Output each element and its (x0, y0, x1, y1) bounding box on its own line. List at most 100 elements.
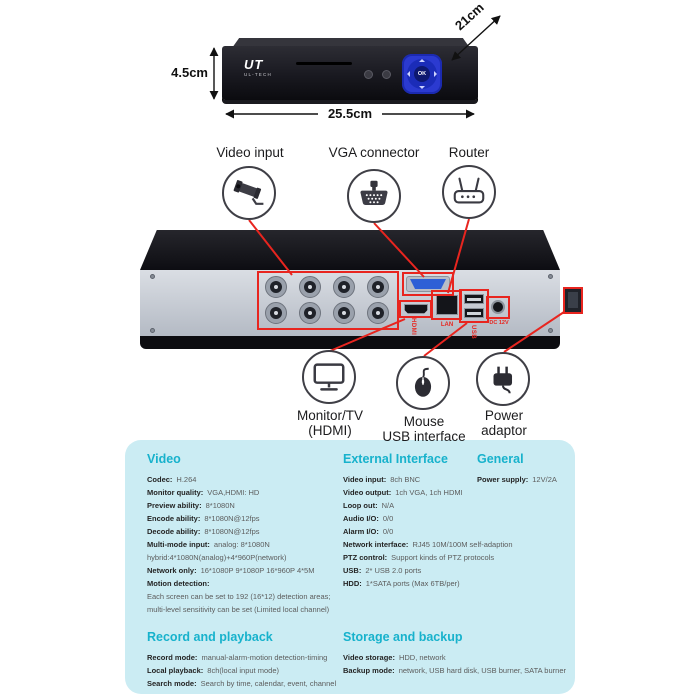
front-button-2 (382, 70, 391, 79)
spec-row: Video output:1ch VGA, 1ch HDMI (343, 488, 463, 497)
spec-row: Preview ability:8*1080N (147, 501, 235, 510)
spec-section-record-playback: Record and playback Record mode:manual-a… (147, 630, 336, 690)
spec-rows-record: Record mode:manual-alarm-motion detectio… (147, 651, 336, 690)
monitor-label-line2: (HDMI) (308, 423, 352, 438)
screw-icon (548, 328, 553, 333)
spec-row: PTZ control:Support kinds of PTZ protoco… (343, 553, 495, 562)
screw-icon (150, 274, 155, 279)
spec-row: Encode ability:8*1080N@12fps (147, 514, 260, 523)
spec-row: Monitor quality:VGA,HDMI: HD (147, 488, 260, 497)
usb-port-1 (464, 294, 484, 304)
brand-logo: UT UL-TECH (244, 58, 272, 77)
dpad-down-arrow-icon (418, 86, 425, 92)
bnc-port-2 (299, 276, 321, 298)
spec-row: Record mode:manual-alarm-motion detectio… (147, 653, 328, 662)
spec-rows-external: Video input:8ch BNC Video output:1ch VGA… (343, 473, 513, 590)
mouse-label-line2: USB interface (382, 429, 466, 444)
vga-port-blue (410, 279, 446, 289)
spec-section-storage-backup: Storage and backup Video storage:HDD, ne… (343, 630, 566, 677)
spec-row: Alarm I/O:0/0 (343, 527, 394, 536)
callout-circle-vga (347, 169, 401, 223)
monitor-icon (313, 363, 345, 391)
spec-title-record: Record and playback (147, 630, 273, 644)
spec-section-video: Video Codec:H.264 Monitor quality:VGA,HD… (147, 452, 330, 616)
power-adaptor-icon (493, 366, 513, 394)
spec-row: Backup mode:network, USB hard disk, USB … (343, 666, 566, 675)
spec-row: Loop out:N/A (343, 501, 395, 510)
spec-row: Network interface:RJ45 10M/100M self-ada… (343, 540, 513, 549)
dpad-ok-button: OK (414, 66, 430, 82)
callout-label-vga-connector: VGA connector (328, 145, 420, 160)
callout-label-power: Power adaptor (459, 408, 549, 438)
usb-port-label: USB (470, 325, 476, 340)
spec-row: hybrid:4*1080N(analog)+4*960P(network) (147, 553, 287, 562)
bnc-port-8 (367, 302, 389, 324)
bnc-port-3 (333, 276, 355, 298)
dimension-height: 4.5cm (171, 65, 208, 80)
callout-label-video-input: Video input (216, 145, 284, 160)
power-switch (563, 287, 583, 314)
hdmi-port (404, 304, 428, 314)
spec-panel: Video Codec:H.264 Monitor quality:VGA,HD… (125, 440, 575, 694)
callout-label-monitor: Monitor/TV (HDMI) (285, 408, 375, 438)
callout-label-mouse: Mouse USB interface (379, 414, 469, 444)
brand-name-text: UL-TECH (244, 72, 272, 77)
mouse-icon (414, 367, 432, 397)
dpad-up-arrow-icon (418, 56, 425, 62)
spec-section-external-interface: External Interface Video input:8ch BNC V… (343, 452, 513, 590)
spec-rows-general: Power supply:12V/2A (477, 473, 557, 486)
spec-row: Codec:H.264 (147, 475, 197, 484)
dimension-width: 25.5cm (318, 106, 382, 121)
lan-port-label: LAN (440, 322, 454, 328)
spec-row: HDD:1*SATA ports (Max 6TB/per) (343, 579, 460, 588)
dvr-rear-top-face (140, 230, 560, 270)
spec-row: Each screen can be set to 192 (16*12) de… (147, 592, 331, 601)
hdmi-port-label: HDMI (410, 318, 416, 336)
dc-port-label: DC 12V (489, 320, 509, 326)
monitor-label-line1: Monitor/TV (296, 408, 364, 423)
spec-row: Motion detection: (147, 579, 210, 588)
callout-circle-monitor (302, 350, 356, 404)
spec-row: Decode ability:8*1080N@12fps (147, 527, 260, 536)
spec-row: Search mode:Search by time, calendar, ev… (147, 679, 337, 688)
bnc-port-4 (367, 276, 389, 298)
callout-circle-router (442, 165, 496, 219)
router-icon (453, 177, 485, 204)
vga-connector-icon (360, 180, 388, 205)
spec-row: USB:2* USB 2.0 ports (343, 566, 422, 575)
spec-title-external: External Interface (343, 452, 448, 466)
spec-rows-video: Codec:H.264 Monitor quality:VGA,HDMI: HD… (147, 473, 330, 616)
front-vent-slot (296, 62, 352, 65)
spec-row: Video input:8ch BNC (343, 475, 421, 484)
mouse-label-line1: Mouse (403, 414, 445, 429)
spec-row: Multi-mode input:analog: 8*1080N (147, 540, 270, 549)
screw-icon (548, 274, 553, 279)
callout-circle-video-input (222, 166, 276, 220)
dvr-rear-bottom-edge (140, 336, 560, 349)
power-label-line2: adaptor (481, 423, 527, 438)
camera-icon (233, 180, 264, 205)
dpad-left-arrow-icon (404, 70, 410, 77)
callout-circle-mouse (396, 356, 450, 410)
bnc-port-6 (299, 302, 321, 324)
front-button-1 (364, 70, 373, 79)
dvr-front-top-face (232, 38, 470, 48)
spec-row: Network only:16*1080P 9*1080P 16*960P 4*… (147, 566, 315, 575)
spec-section-general: General Power supply:12V/2A (477, 452, 557, 486)
bnc-port-7 (333, 302, 355, 324)
bnc-port-1 (265, 276, 287, 298)
bnc-port-5 (265, 302, 287, 324)
power-label-line1: Power (484, 408, 524, 423)
spec-row: multi-level sensitivity can be set (Limi… (147, 605, 330, 614)
spec-row: Audio I/O:0/0 (343, 514, 394, 523)
dc-power-port (491, 300, 505, 314)
spec-title-storage: Storage and backup (343, 630, 463, 644)
spec-row: Video storage:HDD, network (343, 653, 446, 662)
spec-rows-storage: Video storage:HDD, network Backup mode:n… (343, 651, 566, 677)
spec-title-video: Video (147, 452, 181, 466)
dimension-depth: 21cm (452, 0, 487, 34)
screw-icon (150, 328, 155, 333)
callout-label-router: Router (448, 145, 490, 160)
spec-row: Power supply:12V/2A (477, 475, 557, 484)
